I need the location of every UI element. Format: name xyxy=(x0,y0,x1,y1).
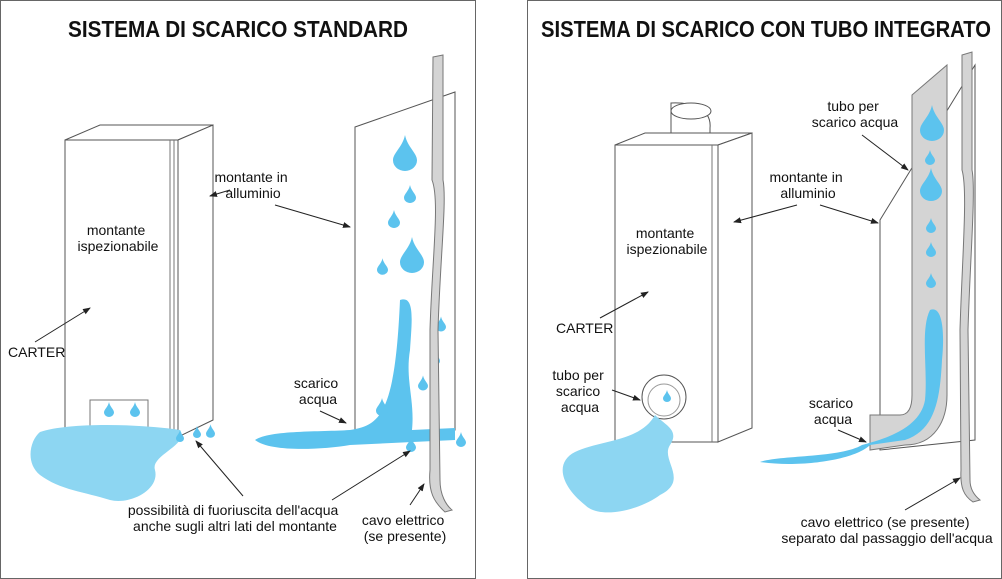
label-montante-ispezionabile: montante ispezionabile xyxy=(78,222,159,254)
water-puddle xyxy=(562,415,674,513)
label-tubo-top: tubo per scarico acqua xyxy=(812,98,899,130)
water-puddle xyxy=(30,425,182,501)
label-cavo: cavo elettrico (se presente) separato da… xyxy=(781,514,992,546)
water-flow xyxy=(255,299,455,449)
electric-cable xyxy=(959,51,982,503)
inspectable-upright xyxy=(64,124,214,438)
label-scarico-acqua: scarico acqua xyxy=(294,375,342,407)
label-montante-alluminio: montante in alluminio xyxy=(214,169,291,201)
electric-cable xyxy=(429,54,454,513)
panel-integrated-tube: SISTEMA DI SCARICO CON TUBO INTEGRATO xyxy=(527,0,1002,579)
panel-title: SISTEMA DI SCARICO STANDARD xyxy=(68,16,408,42)
label-fuoriuscita: possibilità di fuoriuscita dell'acqua an… xyxy=(128,502,342,534)
label-cavo: cavo elettrico (se presente) xyxy=(362,512,448,544)
water-drop-icon xyxy=(206,424,215,438)
label-carter: CARTER xyxy=(556,320,613,336)
label-scarico-acqua: scarico acqua xyxy=(809,395,857,427)
label-tubo-side: tubo per scarico acqua xyxy=(552,367,607,415)
panel-title: SISTEMA DI SCARICO CON TUBO INTEGRATO xyxy=(541,16,991,42)
label-carter: CARTER xyxy=(8,344,65,360)
label-montante-alluminio: montante in alluminio xyxy=(769,169,846,201)
label-montante-ispezionabile: montante ispezionabile xyxy=(627,225,708,257)
panel-standard: SISTEMA DI SCARICO STANDARD xyxy=(0,0,476,579)
inspectable-upright xyxy=(614,102,753,443)
